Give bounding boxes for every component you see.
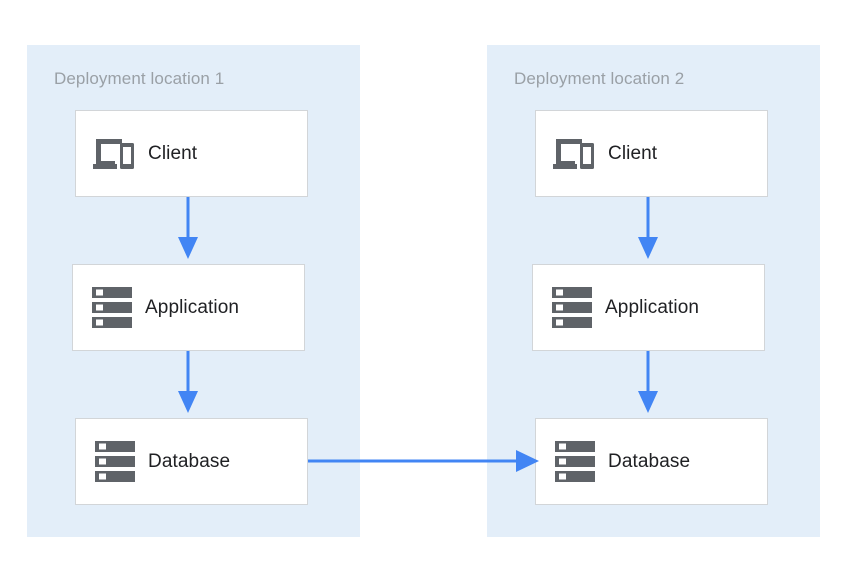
server-icon [552, 439, 598, 485]
zone-2-label: Deployment location 2 [514, 69, 685, 88]
server-icon [89, 285, 135, 331]
arrow-app2-to-db2 [633, 351, 663, 413]
zone-1-label: Deployment location 1 [54, 69, 225, 88]
deployment-zone-1: Deployment location 1 Client [27, 45, 360, 537]
arrow-db1-to-db2 [308, 447, 540, 475]
server-icon [92, 439, 138, 485]
node-database-2-label: Database [608, 450, 691, 472]
deployment-zone-2: Deployment location 2 Client [487, 45, 820, 537]
arrow-client2-to-app2 [633, 197, 663, 259]
node-application-2[interactable]: Application [532, 264, 765, 351]
node-database-2[interactable]: Database [535, 418, 768, 505]
node-client-1-label: Client [148, 142, 198, 164]
node-client-2[interactable]: Client [535, 110, 768, 197]
node-database-1[interactable]: Database [75, 418, 308, 505]
arrow-app1-to-db1 [173, 351, 203, 413]
node-client-2-label: Client [608, 142, 658, 164]
node-database-1-label: Database [148, 450, 231, 472]
devices-icon [552, 131, 598, 177]
server-icon [549, 285, 595, 331]
arrow-client1-to-app1 [173, 197, 203, 259]
node-application-1-label: Application [145, 296, 240, 318]
devices-icon [92, 131, 138, 177]
node-application-1[interactable]: Application [72, 264, 305, 351]
node-application-2-label: Application [605, 296, 700, 318]
node-client-1[interactable]: Client [75, 110, 308, 197]
